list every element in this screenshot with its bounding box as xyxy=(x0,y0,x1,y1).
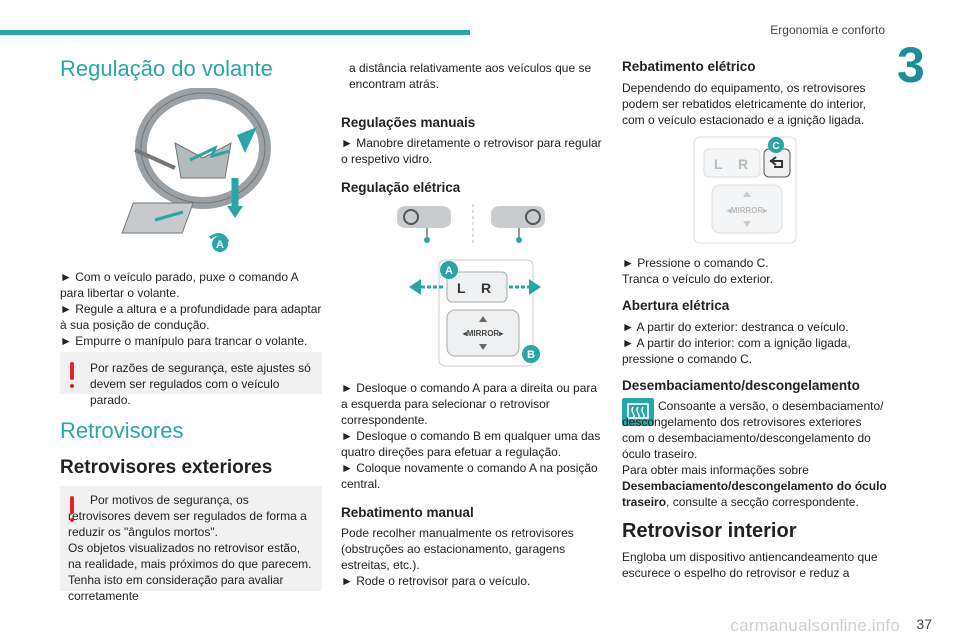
electric-step-1: ► Desloque o comando A para a direita ou… xyxy=(341,381,598,427)
section-title-mirrors: Retrovisores xyxy=(60,418,184,443)
control-label-a: A xyxy=(445,265,453,277)
mirror-icons-figure xyxy=(397,204,545,244)
warning-box-steering: Por razões de segurança, este ajustes só… xyxy=(60,352,322,407)
figure-label-a: A xyxy=(216,239,224,251)
steering-title: Regulação do volante xyxy=(60,56,273,81)
interior-mirror-title: Retrovisor interior xyxy=(622,520,797,542)
electric-step-2: ► Desloque o comando B em qualquer uma d… xyxy=(341,429,601,459)
switch-label-l: L xyxy=(457,280,466,296)
open-title: Abertura elétrica xyxy=(622,298,730,313)
mirror-label: ◂MIRROR▸ xyxy=(462,329,504,338)
open-step-2: ► A partir do interior: com a ignição li… xyxy=(622,336,851,366)
warning-text: Por razões de segurança, este ajustes só… xyxy=(90,361,311,407)
fold-step: ► Pressione o comando C. xyxy=(622,256,769,270)
steering-wheel-figure: A xyxy=(121,88,271,252)
warning-text: Por motivos de segurança, os retrovisore… xyxy=(68,493,312,603)
switch-label-l: L xyxy=(714,156,723,172)
manual-adjust-title: Regulações manuais xyxy=(341,115,476,130)
chapter-number: 3 xyxy=(897,37,925,93)
steering-step-1: ► Com o veículo parado, puxe o comando A… xyxy=(60,270,299,300)
fold-manual-title: Rebatimento manual xyxy=(341,505,474,520)
fold-electric-text: Dependendo do equipamento, os retrovisor… xyxy=(622,81,867,127)
interior-mirror-text: Engloba um dispositivo antiencandeamento… xyxy=(622,550,878,580)
defrost-title: Desembaciamento/descongelamento xyxy=(622,378,860,393)
running-header: Ergonomia e conforto xyxy=(770,23,885,37)
fold-electric-title: Rebatimento elétrico xyxy=(622,59,756,74)
switch-label-r: R xyxy=(738,156,748,172)
defrost-icon xyxy=(622,398,654,426)
electric-step-3: ► Coloque novamente o comando A na posiç… xyxy=(341,461,598,491)
warning-box-mirrors: Por motivos de segurança, os retrovisore… xyxy=(60,486,322,603)
page-number: 37 xyxy=(916,616,932,632)
mirror-label: ◂MIRROR▸ xyxy=(726,206,768,215)
fold-manual-step: ► Rode o retrovisor para o veículo. xyxy=(341,574,531,588)
defrost-more-info: Para obter mais informações sobre Desemb… xyxy=(622,463,887,509)
subsection-title-exterior: Retrovisores exteriores xyxy=(60,457,273,478)
manual-adjust-step: ► Manobre diretamente o retrovisor para … xyxy=(341,136,602,166)
watermark: carmanualsonline.info xyxy=(730,616,900,635)
mirror-control-figure: L R A ◂MIRROR▸ B xyxy=(409,259,541,367)
fold-control-figure: L R C ◂MIRROR▸ xyxy=(693,136,797,244)
control-label-b: B xyxy=(527,349,535,361)
fold-manual-text: Pode recolher manualmente os retrovisore… xyxy=(341,526,574,572)
fold-step-2: Tranca o veículo do exterior. xyxy=(622,272,773,286)
warning-icon xyxy=(70,496,74,522)
warning-icon xyxy=(70,362,74,388)
steering-step-2: ► Regule a altura e a profundidade para … xyxy=(60,302,322,332)
header-accent-bar xyxy=(0,30,470,35)
continued-text: a distância relativamente aos veículos q… xyxy=(349,61,592,91)
electric-adjust-title: Regulação elétrica xyxy=(341,180,461,195)
switch-label-r: R xyxy=(481,280,491,296)
cross-reference: Desembaciamento/descongelamento do óculo… xyxy=(622,479,887,509)
open-step-1: ► A partir do exterior: destranca o veíc… xyxy=(622,320,849,334)
defrost-text: Consoante a versão, o desembaciamento/ d… xyxy=(622,399,884,461)
steering-step-3: ► Empurre o manípulo para trancar o vola… xyxy=(60,334,308,348)
control-label-c: C xyxy=(772,141,779,152)
